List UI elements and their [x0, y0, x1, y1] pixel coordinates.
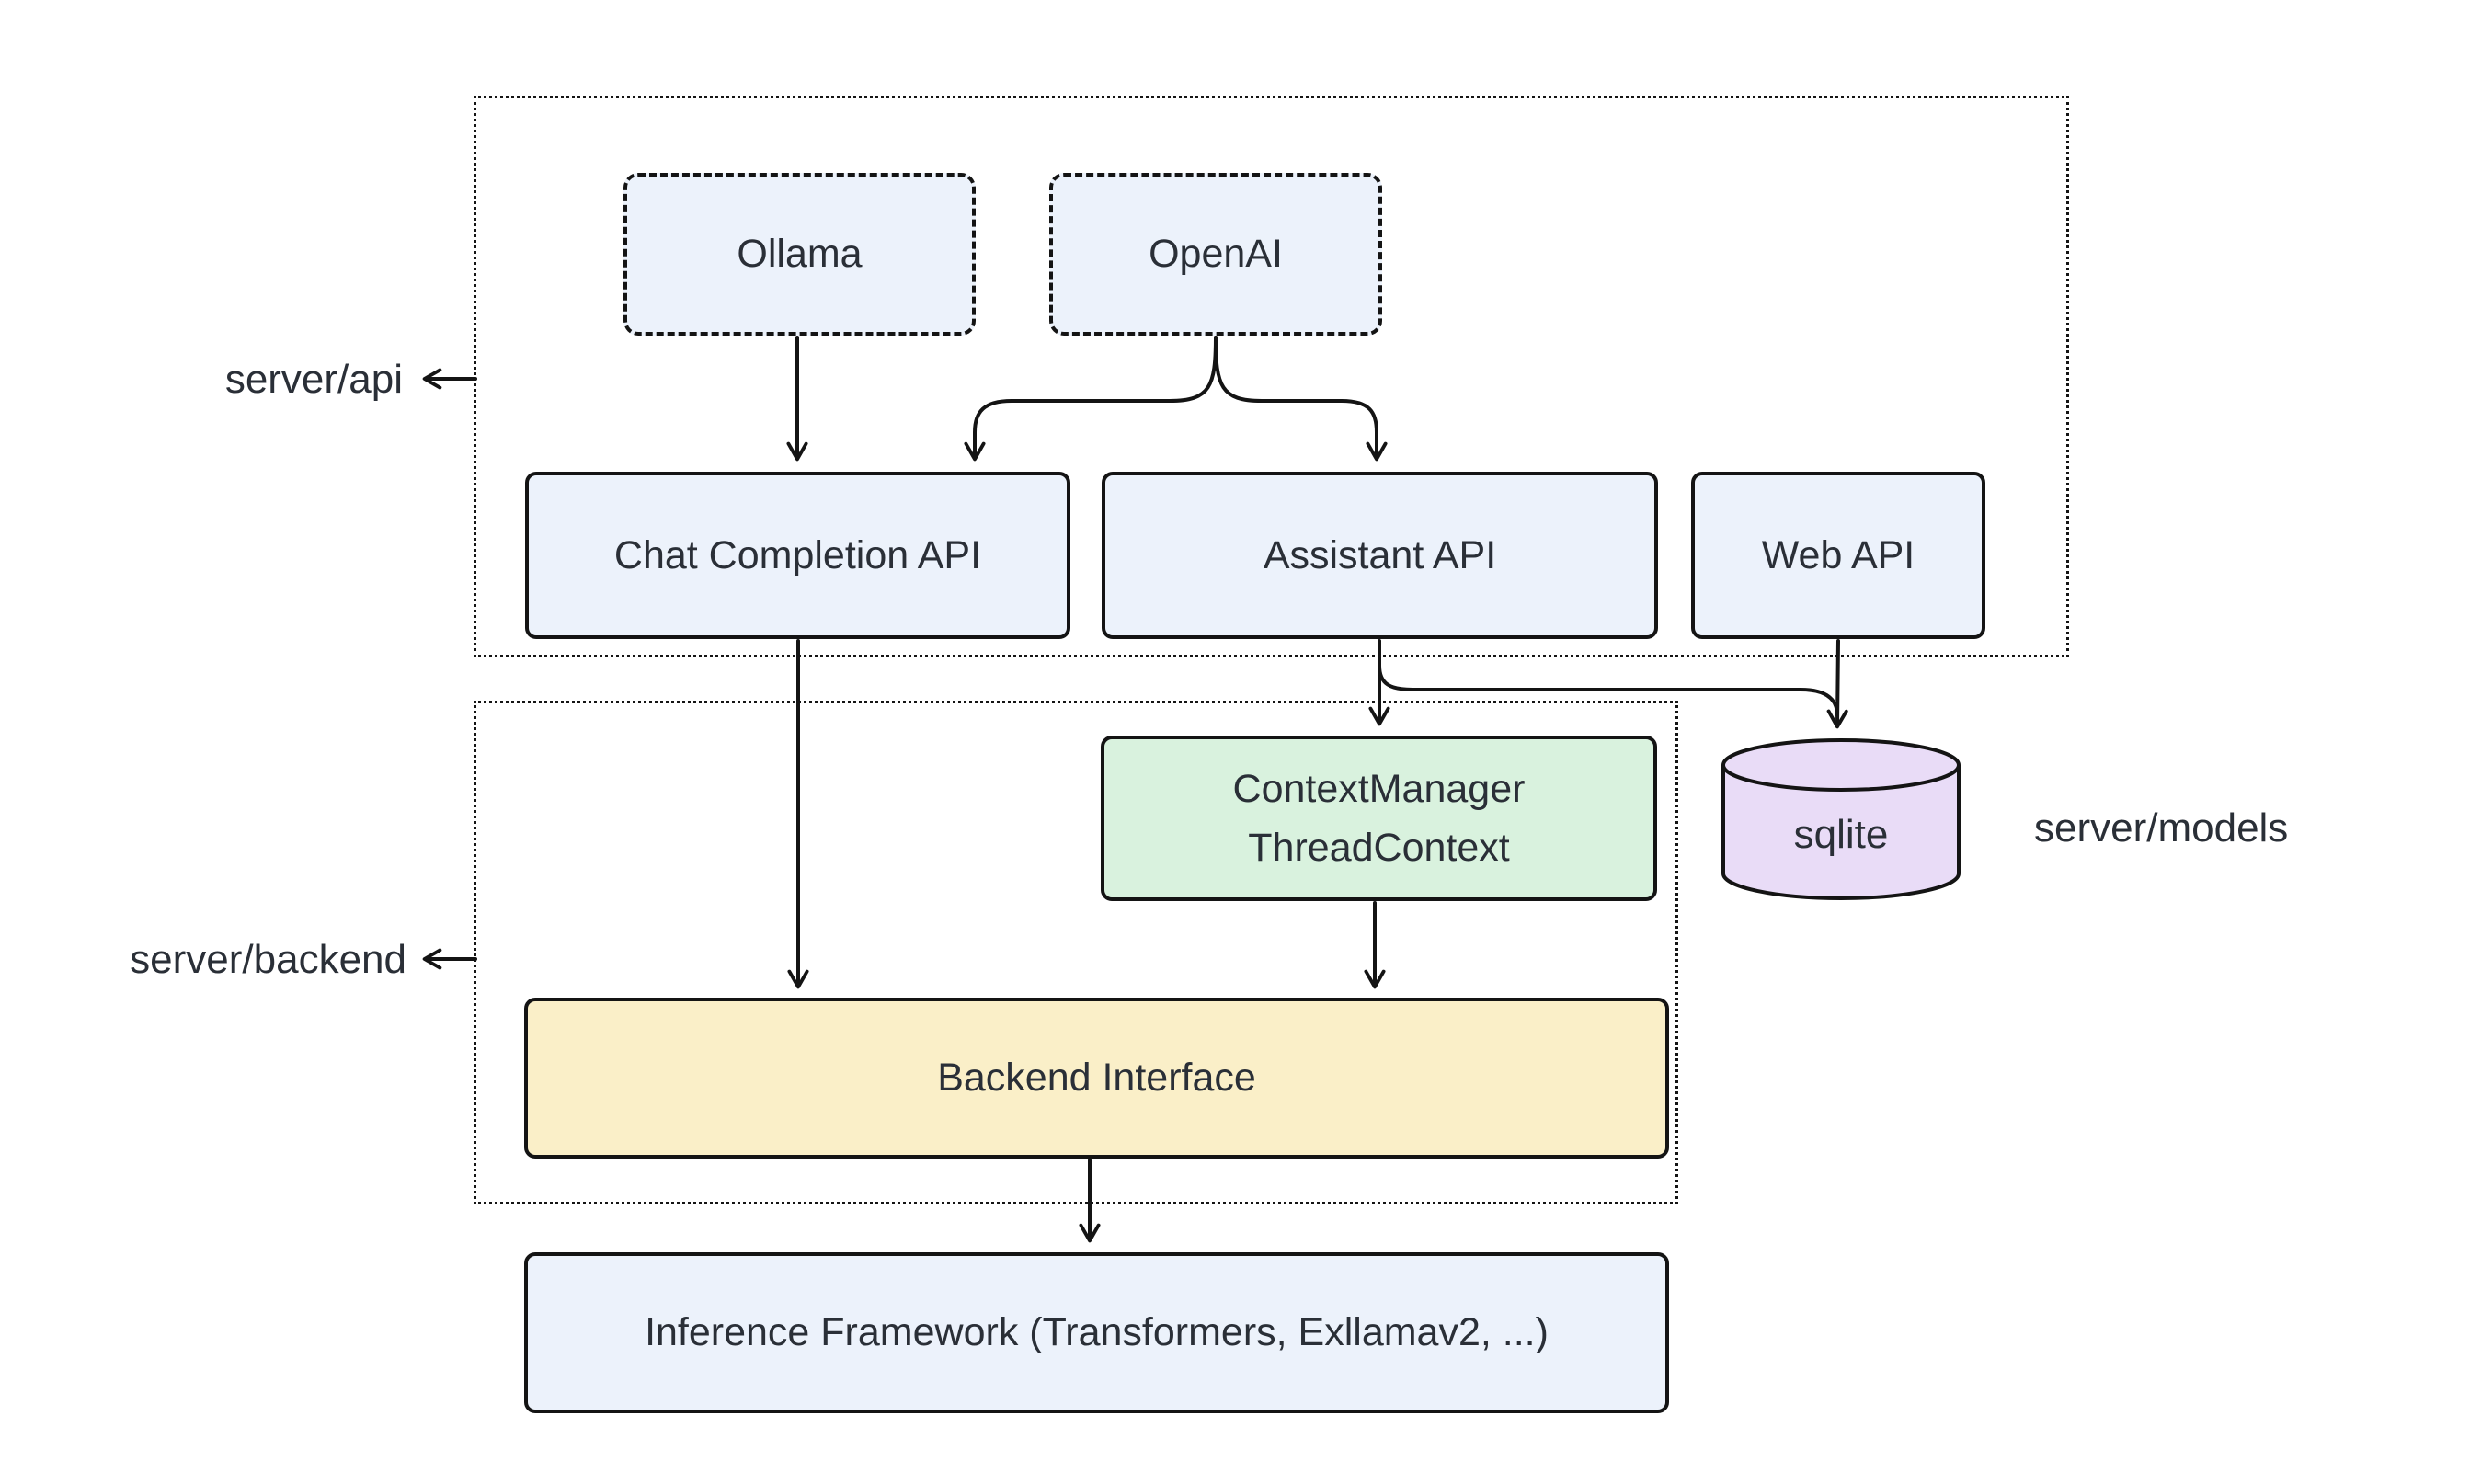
edge-web-api-to-sqlite [1826, 639, 1848, 729]
node-ollama-label: Ollama [737, 232, 863, 277]
node-context-manager-line2: ThreadContext [1248, 826, 1510, 870]
node-assistant-api-label: Assistant API [1263, 532, 1497, 577]
server-backend-label: server/backend [92, 934, 406, 986]
node-backend-interface: Backend Interface [524, 998, 1669, 1159]
node-context-manager-line1: ContextManager [1232, 766, 1526, 811]
server-backend-text: server/backend [130, 937, 406, 982]
server-api-label: server/api [147, 354, 403, 405]
sqlite-cylinder-top [1721, 738, 1961, 792]
sqlite-cylinder [1721, 738, 1961, 900]
sqlite-text: sqlite [1793, 812, 1889, 857]
server-backend-container [474, 701, 1678, 1204]
edge-openai-to-assistant [1214, 336, 1388, 462]
node-openai: OpenAI [1049, 173, 1382, 336]
sqlite-cylinder-body [1721, 765, 1961, 900]
node-inference-framework-label: Inference Framework (Transformers, Exlla… [645, 1310, 1549, 1355]
server-models-label: server/models [2034, 803, 2420, 854]
node-web-api-label: Web API [1761, 532, 1915, 577]
node-sqlite-label: sqlite [1723, 798, 1959, 872]
node-ollama: Ollama [623, 173, 976, 336]
node-backend-interface-label: Backend Interface [937, 1056, 1256, 1101]
server-api-text: server/api [224, 357, 403, 402]
server-models-text: server/models [2034, 805, 2289, 850]
server-api-container [474, 96, 2069, 657]
node-inference-framework: Inference Framework (Transformers, Exlla… [524, 1252, 1669, 1413]
node-assistant-api: Assistant API [1102, 472, 1658, 639]
node-chat-completion-api-label: Chat Completion API [613, 532, 982, 577]
node-context-manager: ContextManager ThreadContext [1101, 736, 1657, 901]
edge-assistant-to-sqlite [1378, 664, 1839, 717]
node-web-api: Web API [1691, 472, 1985, 639]
node-chat-completion-api: Chat Completion API [525, 472, 1070, 639]
node-openai-label: OpenAI [1149, 232, 1283, 277]
edge-openai-to-chat-completion [964, 336, 1218, 462]
